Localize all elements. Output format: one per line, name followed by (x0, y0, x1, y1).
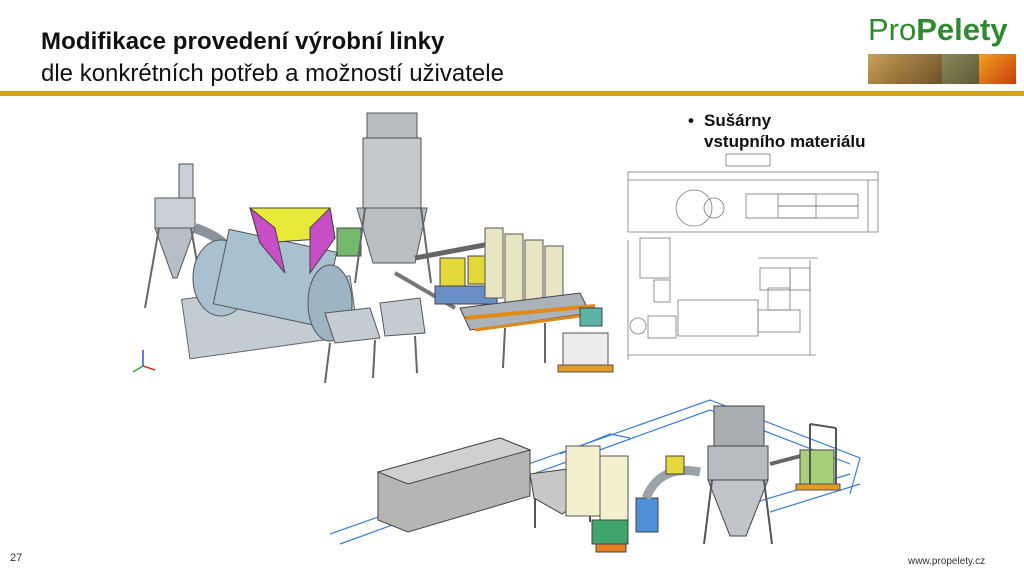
bullet-line-1: Sušárny (704, 111, 772, 130)
bottom-line-illustration (330, 399, 861, 553)
logo-photo-logs (905, 54, 942, 84)
logo-photo-fire (979, 54, 1016, 84)
production-line-illustration (132, 112, 614, 384)
logo-photo-pellets (942, 54, 979, 84)
logo-part-pelety: Pelety (916, 12, 1008, 47)
propelety-logo: ProPelety (868, 12, 1016, 84)
slide-subtitle: dle konkrétních potřeb a možností uživat… (41, 60, 504, 87)
page-number: 27 (10, 552, 23, 564)
technical-drawing-layout (627, 153, 879, 360)
logo-wordmark: ProPelety (868, 12, 1008, 48)
bullet-line-2: vstupního materiálu (704, 132, 866, 151)
logo-photo-strip (868, 54, 1016, 84)
bullet-dot: • (688, 111, 694, 130)
footer-url: www.propelety.cz (908, 556, 986, 567)
logo-part-pro: Pro (868, 12, 917, 47)
accent-rule (0, 91, 1024, 96)
logo-photo-wood (868, 54, 905, 84)
slide-title: Modifikace provedení výrobní linky (41, 28, 445, 55)
